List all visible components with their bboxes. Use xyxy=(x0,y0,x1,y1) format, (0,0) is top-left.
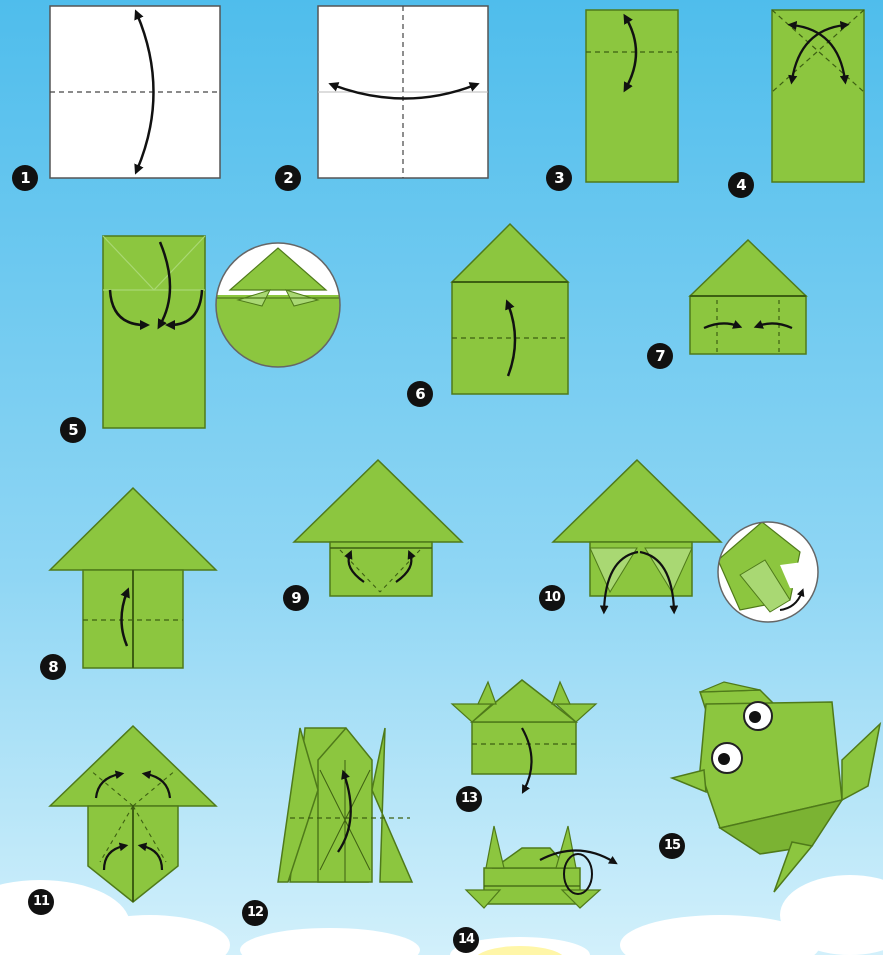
step-badge-14: 14 xyxy=(453,927,479,953)
step-badge-12: 12 xyxy=(242,900,268,926)
step-1-diagram xyxy=(50,6,220,178)
step-2-diagram xyxy=(318,6,488,178)
step-badge-5: 5 xyxy=(60,417,86,443)
step-4-diagram xyxy=(772,10,864,182)
step-badge-10: 10 xyxy=(539,585,565,611)
step-badge-4: 4 xyxy=(728,172,754,198)
step-badge-11: 11 xyxy=(28,889,54,915)
step-badge-8: 8 xyxy=(40,654,66,680)
step-badge-2: 2 xyxy=(275,165,301,191)
step-3-diagram xyxy=(586,10,678,182)
step-badge-7: 7 xyxy=(647,343,673,369)
frog-eye-lower xyxy=(712,743,742,773)
step-badge-9: 9 xyxy=(283,585,309,611)
step-badge-13: 13 xyxy=(456,786,482,812)
step-badge-3: 3 xyxy=(546,165,572,191)
step-badge-6: 6 xyxy=(407,381,433,407)
step-badge-15: 15 xyxy=(659,833,685,859)
frog-eye-upper xyxy=(744,702,772,730)
step-badge-1: 1 xyxy=(12,165,38,191)
